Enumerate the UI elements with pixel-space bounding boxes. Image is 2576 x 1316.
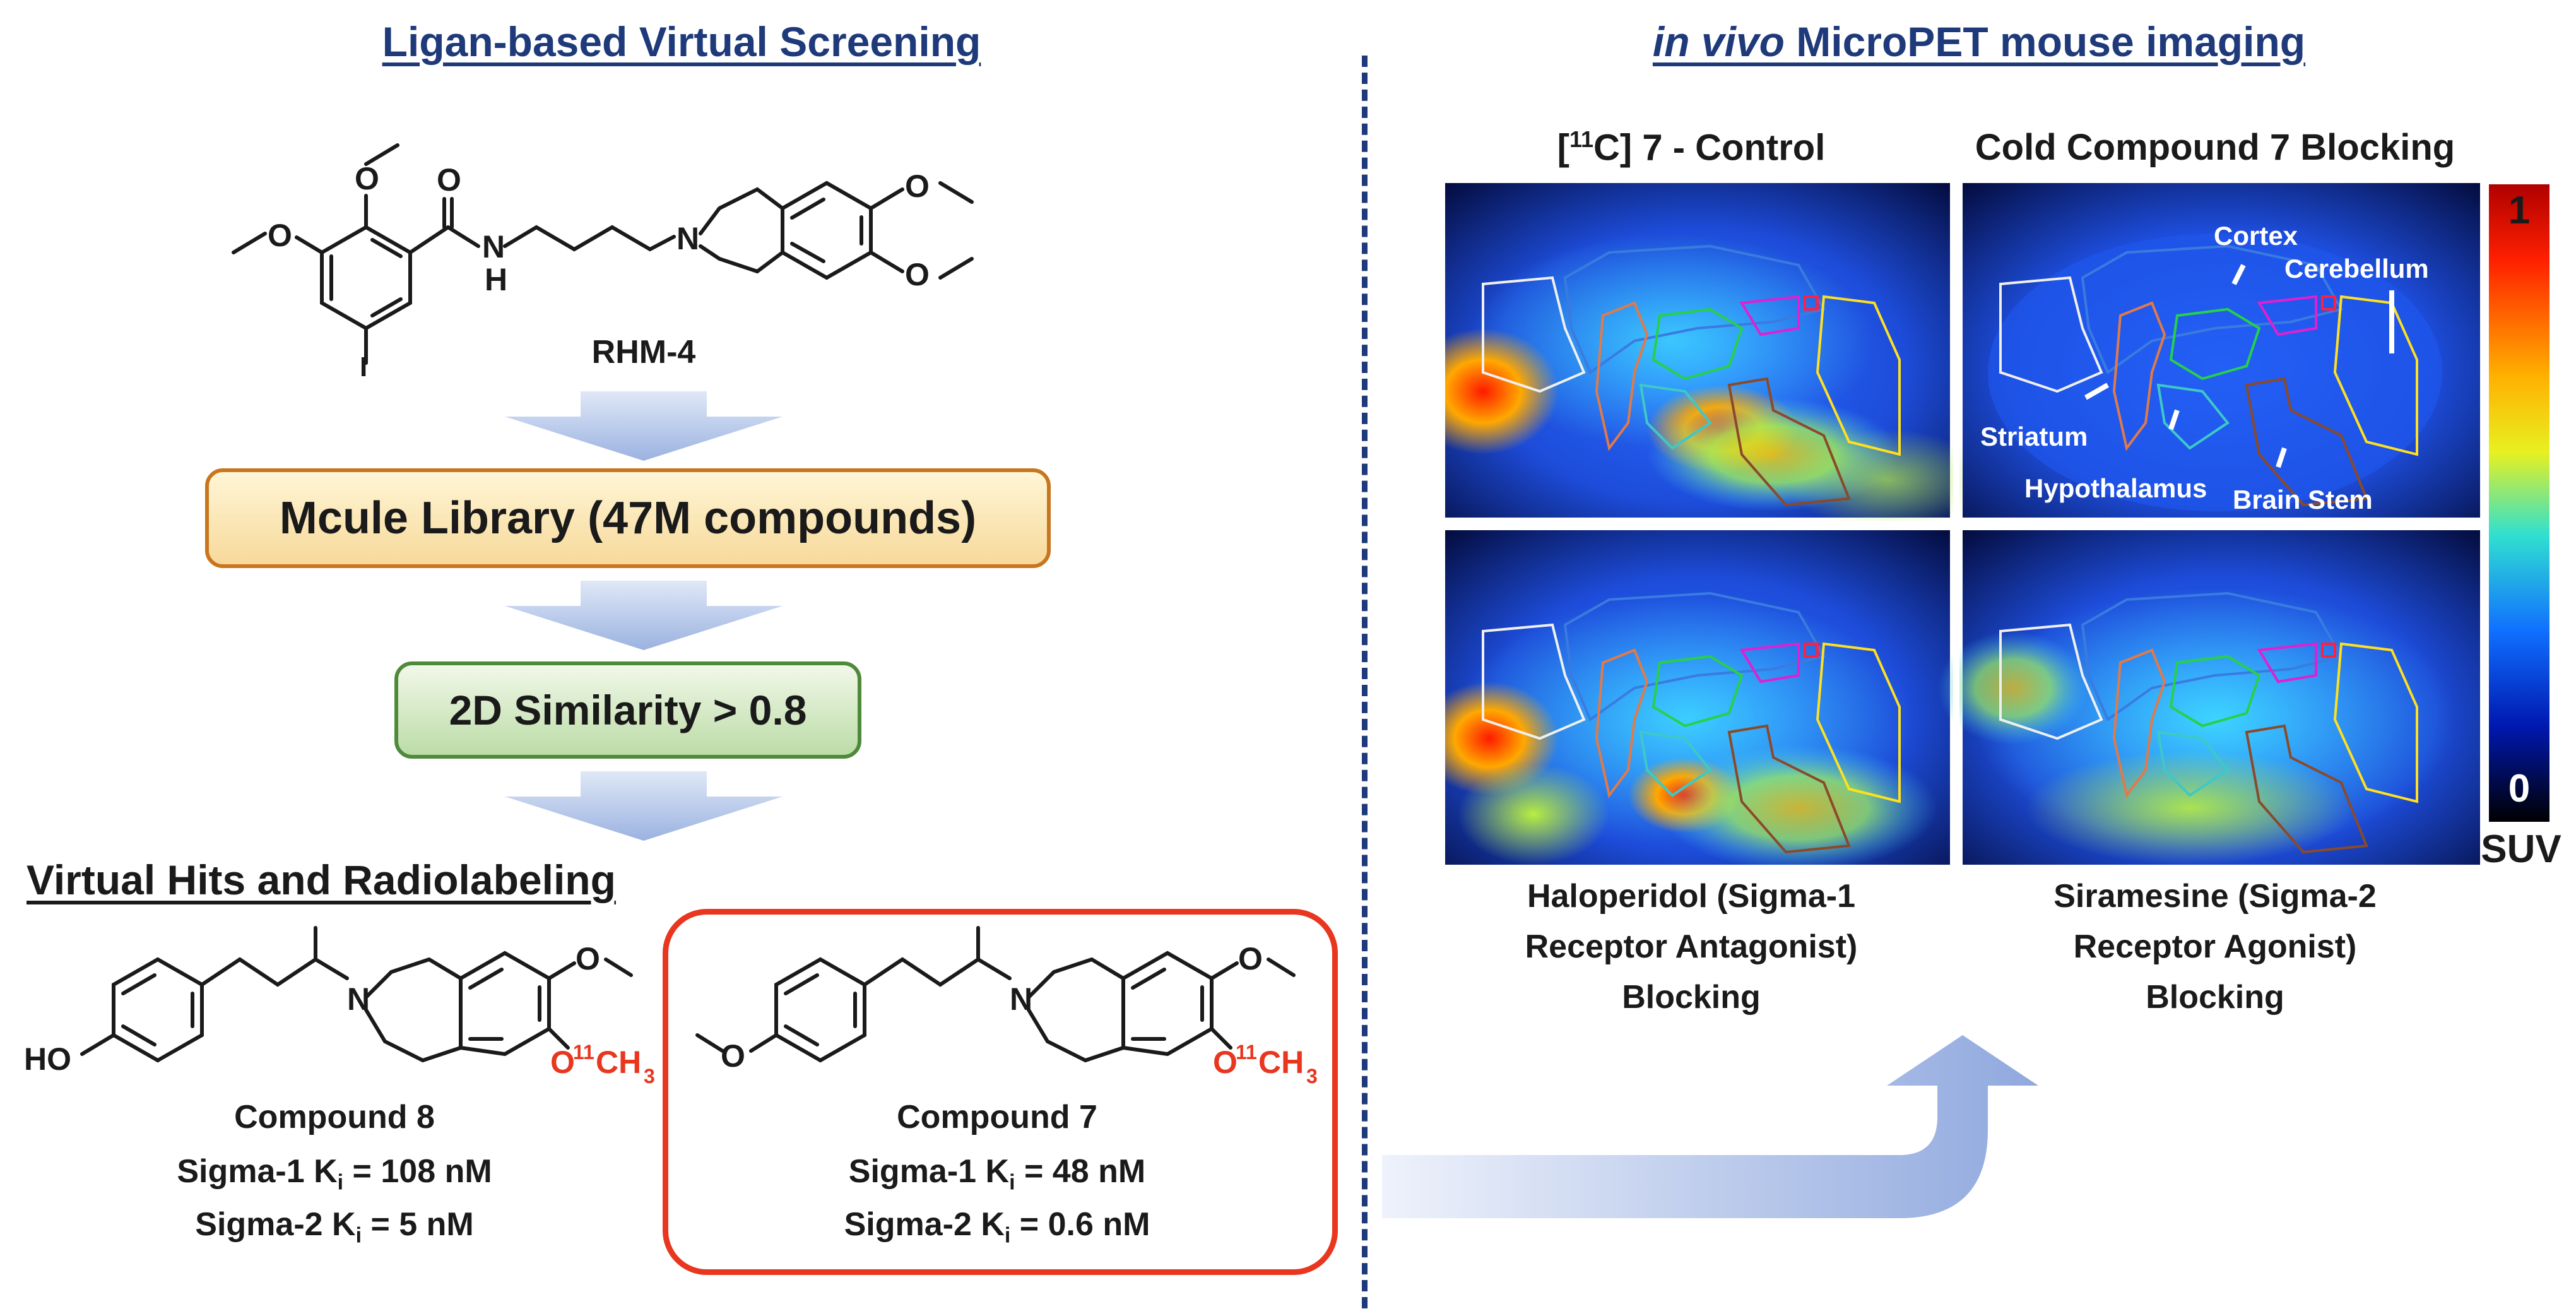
c8-sub3: 3 xyxy=(644,1065,655,1088)
section-divider xyxy=(1362,56,1368,1308)
rhm4-h: H xyxy=(485,262,507,297)
label-striatum: Striatum xyxy=(1980,422,2088,451)
c8-o2: O xyxy=(550,1045,575,1080)
rhm4-aromatic-ring xyxy=(781,181,873,280)
c7-o-methoxy: O xyxy=(721,1038,745,1074)
right-title: in vivo MicroPET mouse imaging xyxy=(1382,18,2576,66)
compound7-highlight-box xyxy=(663,909,1338,1275)
c7-s2-value: = 0.6 nM xyxy=(1010,1206,1150,1243)
colorbar-label: SUV xyxy=(2481,827,2561,871)
rhm4-structure: O O O N H N O O I xyxy=(232,143,974,379)
compound8-sigma1: Sigma-1 Ki = 108 nM xyxy=(145,1153,524,1195)
colorbar-min: 0 xyxy=(2508,767,2531,810)
rhm4-o1: O xyxy=(355,161,379,196)
c7-ch: CH xyxy=(1258,1045,1304,1080)
rhm4-label: RHM-4 xyxy=(591,334,696,370)
c8-o1: O xyxy=(576,941,600,976)
cap-halo-3: Blocking xyxy=(1622,979,1761,1016)
caption-haloperidol: Haloperidol (Sigma-1 Receptor Antagonist… xyxy=(1433,871,1950,1023)
c7-s2-prefix: Sigma-2 K xyxy=(844,1206,1005,1243)
c8-n: N xyxy=(347,981,370,1017)
compound7-name: Compound 7 xyxy=(897,1099,1097,1135)
c8-s2-sub: i xyxy=(355,1223,362,1248)
label-hypothalamus: Hypothalamus xyxy=(2024,473,2207,503)
compound8-structure: HO N O O 11 CH 3 xyxy=(24,926,655,1088)
pet-image-grid xyxy=(1445,183,2480,865)
rhm4-o5: O xyxy=(905,257,930,292)
left-title: Ligan-based Virtual Screening xyxy=(382,18,981,65)
pet-panel-control xyxy=(1445,183,1988,530)
c7-label11: 11 xyxy=(1236,1041,1257,1064)
cap-sira-2: Receptor Agonist) xyxy=(2073,928,2357,965)
c7-s1-prefix: Sigma-1 K xyxy=(848,1153,1010,1190)
c8-ch: CH xyxy=(596,1045,641,1080)
compound7-structure: O N O O 11 CH 3 xyxy=(695,926,1318,1088)
c8-s1-value: = 108 nM xyxy=(343,1153,492,1190)
arrow-down-2 xyxy=(505,581,783,650)
pet-panel-cold-blocking xyxy=(1963,183,2480,518)
c8-ho: HO xyxy=(24,1041,71,1077)
right-title-rest: MicroPET mouse imaging xyxy=(1784,18,2306,65)
c7-s1-value: = 48 nM xyxy=(1015,1153,1146,1190)
compound7-sigma2: Sigma-2 Ki = 0.6 nM xyxy=(808,1206,1186,1248)
compound7-sigma1: Sigma-1 Ki = 48 nM xyxy=(808,1153,1186,1195)
cap-sira-1: Siramesine (Sigma-2 xyxy=(2053,878,2377,915)
tl-title-pre: [ xyxy=(1557,127,1569,169)
c7-o1: O xyxy=(1238,941,1263,976)
rhm4-benzene-ring xyxy=(320,225,412,331)
rhm4-o4: O xyxy=(905,169,930,204)
c7-s2-sub: i xyxy=(1004,1223,1011,1248)
arrow-down-1 xyxy=(505,391,783,461)
hits-title: Virtual Hits and Radiolabeling xyxy=(27,857,616,903)
rhm4-n1: N xyxy=(482,229,505,264)
right-title-italic: in vivo xyxy=(1652,18,1785,65)
pet-panel-siramesine xyxy=(1937,530,2480,865)
c8-s2-value: = 5 nM xyxy=(362,1206,474,1243)
c8-s2-prefix: Sigma-2 K xyxy=(195,1206,356,1243)
suv-colorbar xyxy=(2489,184,2549,822)
c8-label11: 11 xyxy=(573,1041,594,1064)
c7-n: N xyxy=(1010,981,1032,1017)
c7-sub3: 3 xyxy=(1306,1065,1318,1088)
tl-title-sup: 11 xyxy=(1569,126,1594,152)
mcule-library-box: Mcule Library (47M compounds) xyxy=(205,468,1051,568)
cap-sira-3: Blocking xyxy=(2146,979,2284,1016)
compound8-sigma2: Sigma-2 Ki = 5 nM xyxy=(145,1206,524,1248)
arrow-down-3 xyxy=(505,771,783,841)
panel-tr-title: Cold Compound 7 Blocking xyxy=(1975,127,2455,168)
colorbar-max: 1 xyxy=(2508,189,2531,232)
tl-title-post: C] 7 - Control xyxy=(1593,127,1826,169)
rhm4-o2: O xyxy=(268,218,292,253)
panel-tl-title: [11C] 7 - Control xyxy=(1445,126,1937,169)
label-brain-stem: Brain Stem xyxy=(2233,485,2373,514)
rhm4-o3: O xyxy=(437,162,461,198)
label-cortex: Cortex xyxy=(2214,221,2298,251)
c8-s1-prefix: Sigma-1 K xyxy=(177,1153,338,1190)
rhm4-i: I xyxy=(360,352,367,379)
pet-panel-haloperidol xyxy=(1445,530,1950,865)
cap-halo-1: Haloperidol (Sigma-1 xyxy=(1527,878,1856,915)
caption-siramesine: Siramesine (Sigma-2 Receptor Agonist) Bl… xyxy=(1956,871,2474,1023)
c7-s1-sub: i xyxy=(1009,1170,1015,1195)
similarity-box: 2D Similarity > 0.8 xyxy=(394,661,861,759)
cap-halo-2: Receptor Antagonist) xyxy=(1525,928,1858,965)
label-cerebellum: Cerebellum xyxy=(2284,254,2429,283)
rhm4-n2: N xyxy=(676,221,699,256)
bent-arrow xyxy=(1382,1035,2038,1218)
c7-o2: O xyxy=(1213,1045,1238,1080)
c8-s1-sub: i xyxy=(337,1170,344,1195)
compound8-name: Compound 8 xyxy=(234,1099,435,1135)
